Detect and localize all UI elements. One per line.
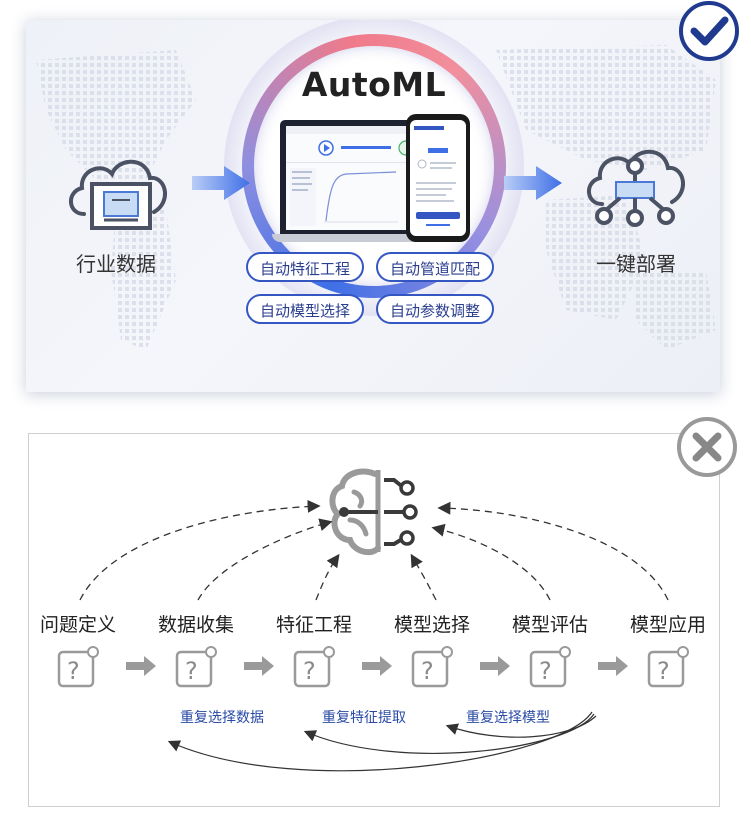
feature-pill-auto-feature-engineering: 自动特征工程 [246,252,364,282]
step-arrows [126,656,628,676]
step-feature-engineering: 特征工程 [275,614,352,636]
repeat-select-model-label: 重复选择模型 [466,710,550,726]
arrow-right-icon [504,166,562,200]
svg-text:?: ? [185,657,198,685]
svg-text:?: ? [657,657,670,685]
feature-pill-auto-model-selection: 自动模型选择 [246,294,364,324]
repeat-select-data-label: 重复选择数据 [180,710,264,726]
feature-pill-auto-parameter-tuning: 自动参数调整 [376,294,494,324]
question-box-icon: ? [529,646,571,688]
world-map-background [36,45,716,350]
checkmark-icon [679,1,739,61]
svg-text:?: ? [67,657,80,685]
step-model-application: 模型应用 [629,614,706,636]
laptop-base [272,234,464,242]
phone-screen [410,120,466,236]
step-problem-definition: 问题定义 [39,614,116,636]
traditional-ml-panel [28,433,720,807]
industry-data-label: 行业数据 [76,252,156,276]
question-box-icon: ? [411,646,453,688]
cross-icon [677,417,737,477]
step-model-evaluation: 模型评估 [511,614,588,636]
cloud-data-icon [69,159,167,230]
iteration-curves [167,711,597,772]
question-box-icon: ? [57,646,99,688]
svg-text:?: ? [421,657,434,685]
svg-text:?: ? [539,657,552,685]
repeat-feature-extract-label: 重复特征提取 [322,710,406,726]
arrow-right-icon [192,166,250,200]
mobile-app-illustration [414,126,460,226]
feature-pill-auto-pipeline-matching: 自动管道匹配 [376,252,494,282]
dashboard-illustration [286,126,450,226]
brain-network-icon [329,468,418,556]
step-model-selection: 模型选择 [393,614,470,636]
svg-text:?: ? [303,657,316,685]
one-click-deploy-label: 一键部署 [596,252,676,276]
phone-mockup [406,114,470,242]
automl-panel: AutoML [26,20,720,392]
dashed-arrows [79,499,669,601]
cloud-deploy-icon [587,149,685,227]
automl-title: AutoML [301,65,447,104]
question-box-icon: ? [293,646,335,688]
question-box-icon: ? [647,646,689,688]
question-box-icon: ? [175,646,217,688]
step-data-collection: 数据收集 [157,614,234,636]
